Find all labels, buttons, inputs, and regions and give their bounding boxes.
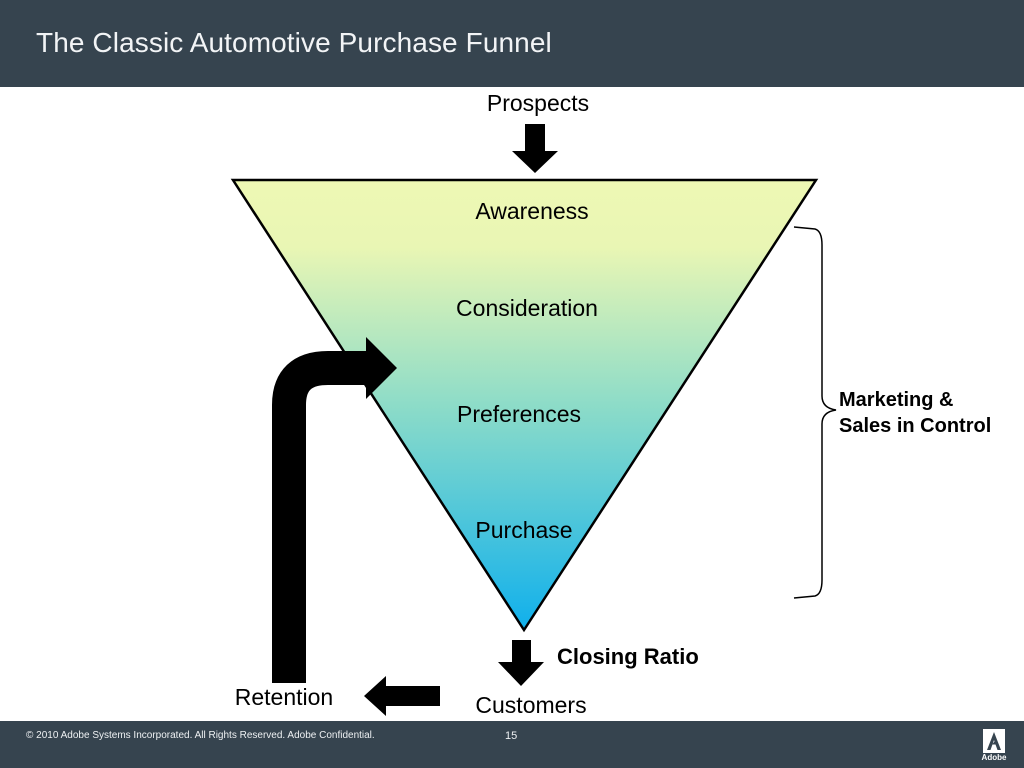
page-number: 15 bbox=[505, 730, 518, 742]
prospects-label: Prospects bbox=[486, 90, 590, 116]
slide-header: The Classic Automotive Purchase Funnel bbox=[0, 0, 1024, 87]
adobe-logo-icon bbox=[983, 729, 1005, 753]
stage-consideration: Consideration bbox=[456, 295, 598, 321]
slide-footer: © 2010 Adobe Systems Incorporated. All R… bbox=[0, 721, 1024, 768]
funnel-triangle bbox=[230, 178, 819, 633]
stage-purchase: Purchase bbox=[475, 517, 573, 543]
adobe-logo-text: Adobe bbox=[981, 753, 1007, 762]
closing-ratio-label: Closing Ratio bbox=[557, 644, 699, 669]
customers-label: Customers bbox=[475, 692, 587, 718]
retention-label: Retention bbox=[234, 684, 334, 710]
retention-feedback-arrow bbox=[272, 351, 368, 683]
slide-title: The Classic Automotive Purchase Funnel bbox=[36, 27, 552, 58]
stage-preferences: Preferences bbox=[456, 401, 582, 427]
retention-feedback-arrowhead bbox=[366, 337, 397, 399]
prospects-down-arrow bbox=[512, 124, 558, 173]
adobe-logo: Adobe bbox=[980, 729, 1008, 762]
bracket-label-line2: Sales in Control bbox=[839, 415, 992, 437]
copyright-text: © 2010 Adobe Systems Incorporated. All R… bbox=[26, 730, 375, 741]
bracket-label-line1: Marketing & bbox=[839, 389, 954, 411]
marketing-sales-bracket bbox=[793, 226, 837, 599]
closing-down-arrow bbox=[498, 640, 544, 686]
retention-left-arrow bbox=[364, 676, 440, 716]
stage-awareness: Awareness bbox=[475, 198, 589, 224]
